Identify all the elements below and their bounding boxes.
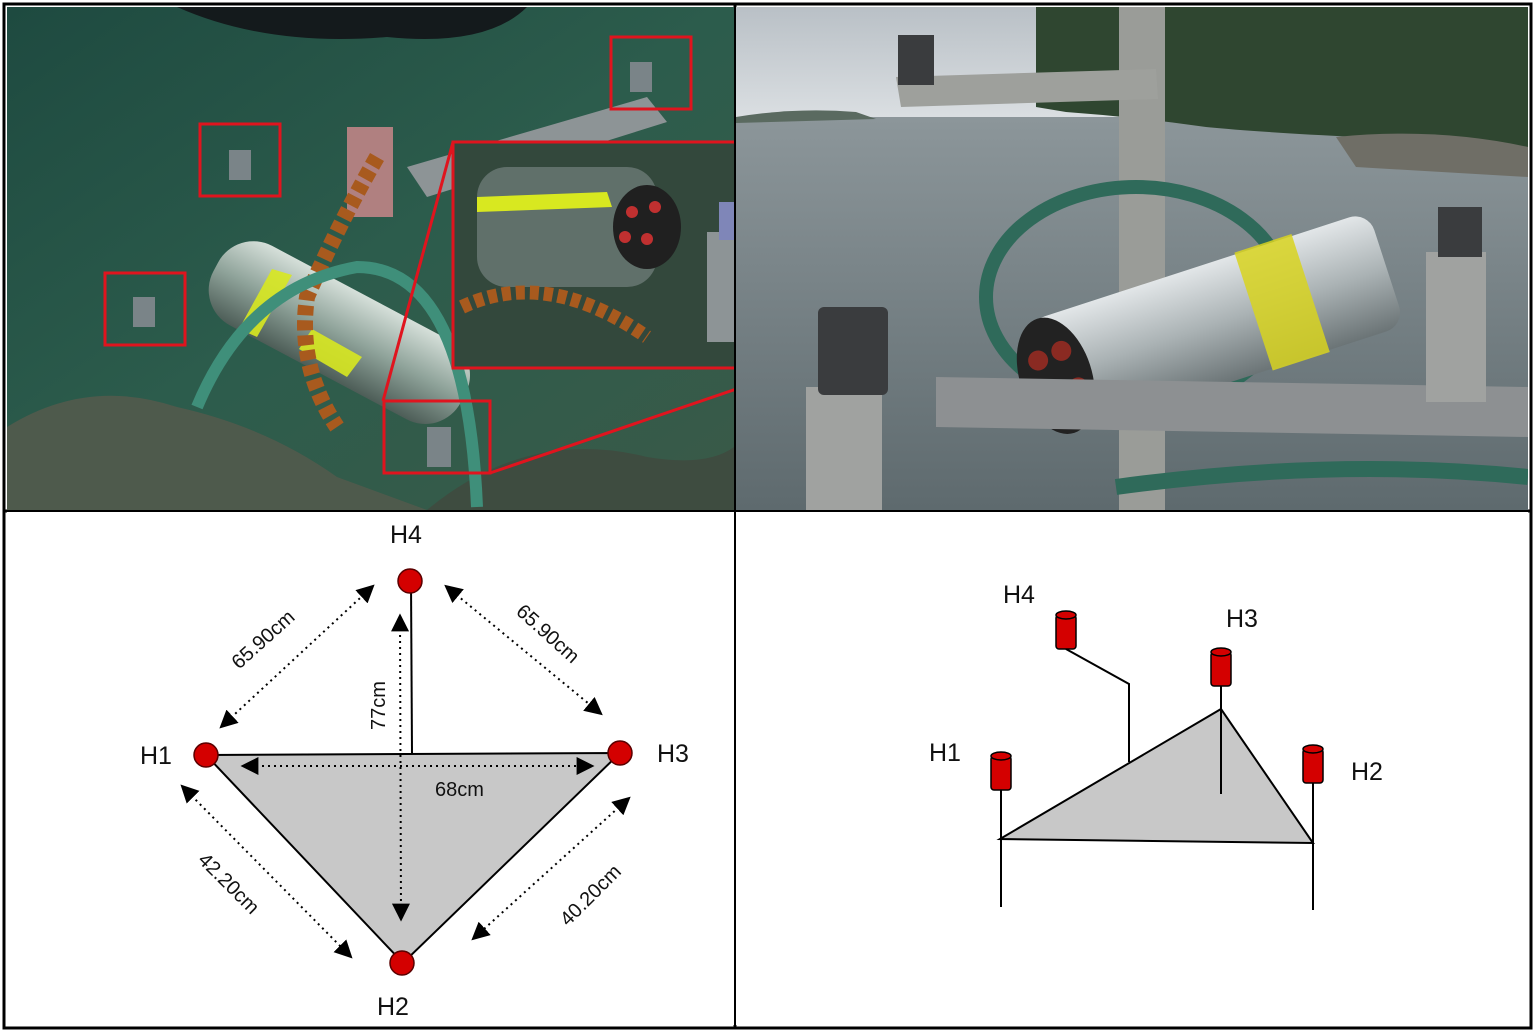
top-view-diagram: H4 H1 H3 H2 65.90cm 65.90cm 77cm 68cm 42… bbox=[7, 512, 734, 1025]
surface-array-photo bbox=[736, 7, 1528, 510]
array-triangle bbox=[203, 751, 623, 965]
cylinder-h3 bbox=[1210, 647, 1232, 687]
node-h3 bbox=[607, 740, 633, 766]
label-h2: H2 bbox=[377, 993, 409, 1021]
label-h1: H1 bbox=[140, 742, 172, 770]
iso-label-h1: H1 bbox=[929, 739, 961, 767]
node-h4 bbox=[397, 568, 423, 594]
dist-h3-h2: 40.20cm bbox=[556, 861, 626, 931]
dist-h4-center: 77cm bbox=[368, 681, 390, 730]
node-h2 bbox=[389, 950, 415, 976]
iso-label-h4: H4 bbox=[1003, 581, 1035, 609]
iso-label-h2: H2 bbox=[1351, 758, 1383, 786]
cylinder-h2 bbox=[1302, 744, 1324, 784]
iso-label-h3: H3 bbox=[1226, 605, 1258, 633]
arrow-h3-h2 bbox=[471, 796, 631, 941]
dist-h1-h3: 68cm bbox=[435, 779, 484, 801]
cylinder-h1 bbox=[990, 751, 1012, 791]
underwater-array-photo bbox=[7, 7, 734, 510]
node-h1 bbox=[193, 742, 219, 768]
iso-triangle bbox=[996, 707, 1315, 845]
cylinder-h4 bbox=[1055, 610, 1077, 650]
dist-h4-h3: 65.90cm bbox=[512, 600, 584, 668]
isometric-diagram: H4 H3 H1 H2 bbox=[736, 512, 1528, 1025]
label-h4: H4 bbox=[390, 521, 422, 549]
dist-h1-h2: 42.20cm bbox=[193, 849, 263, 919]
label-h3: H3 bbox=[657, 740, 689, 768]
arrow-h1-h4 bbox=[219, 584, 375, 729]
stem-h4 bbox=[1065, 648, 1130, 762]
